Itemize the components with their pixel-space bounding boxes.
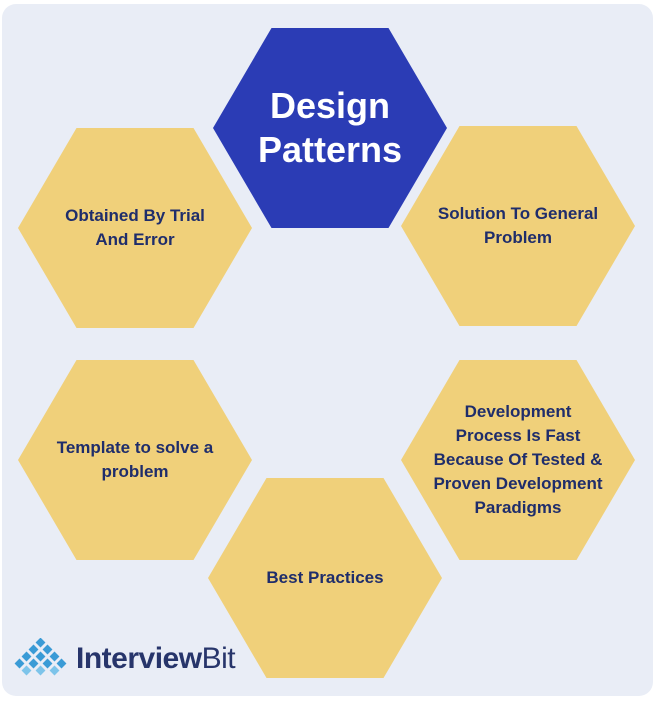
logo-text-bit: Bit <box>201 642 236 675</box>
center-title-line1: Design <box>269 85 391 126</box>
hexagon-label: Development Process Is Fast Because Of T… <box>433 402 603 517</box>
center-title-line2: Patterns <box>257 129 403 170</box>
interviewbit-diamond-icon <box>14 638 67 676</box>
hexagon-development-process-is-fast: Development Process Is Fast Because Of T… <box>401 360 635 560</box>
interviewbit-logo: InterviewBit <box>10 638 236 680</box>
logo-wordmark: InterviewBit <box>76 642 236 676</box>
hexagon-label: Solution To General Problem <box>437 204 599 247</box>
hexagon-label: Obtained By Trial And Error <box>65 206 205 249</box>
hexagon-label: Best Practices <box>266 568 384 587</box>
center-title: Design Patterns <box>258 84 402 172</box>
hexagon-label: Template to solve a problem <box>56 438 214 481</box>
logo-text-interview: Interview <box>76 642 202 675</box>
